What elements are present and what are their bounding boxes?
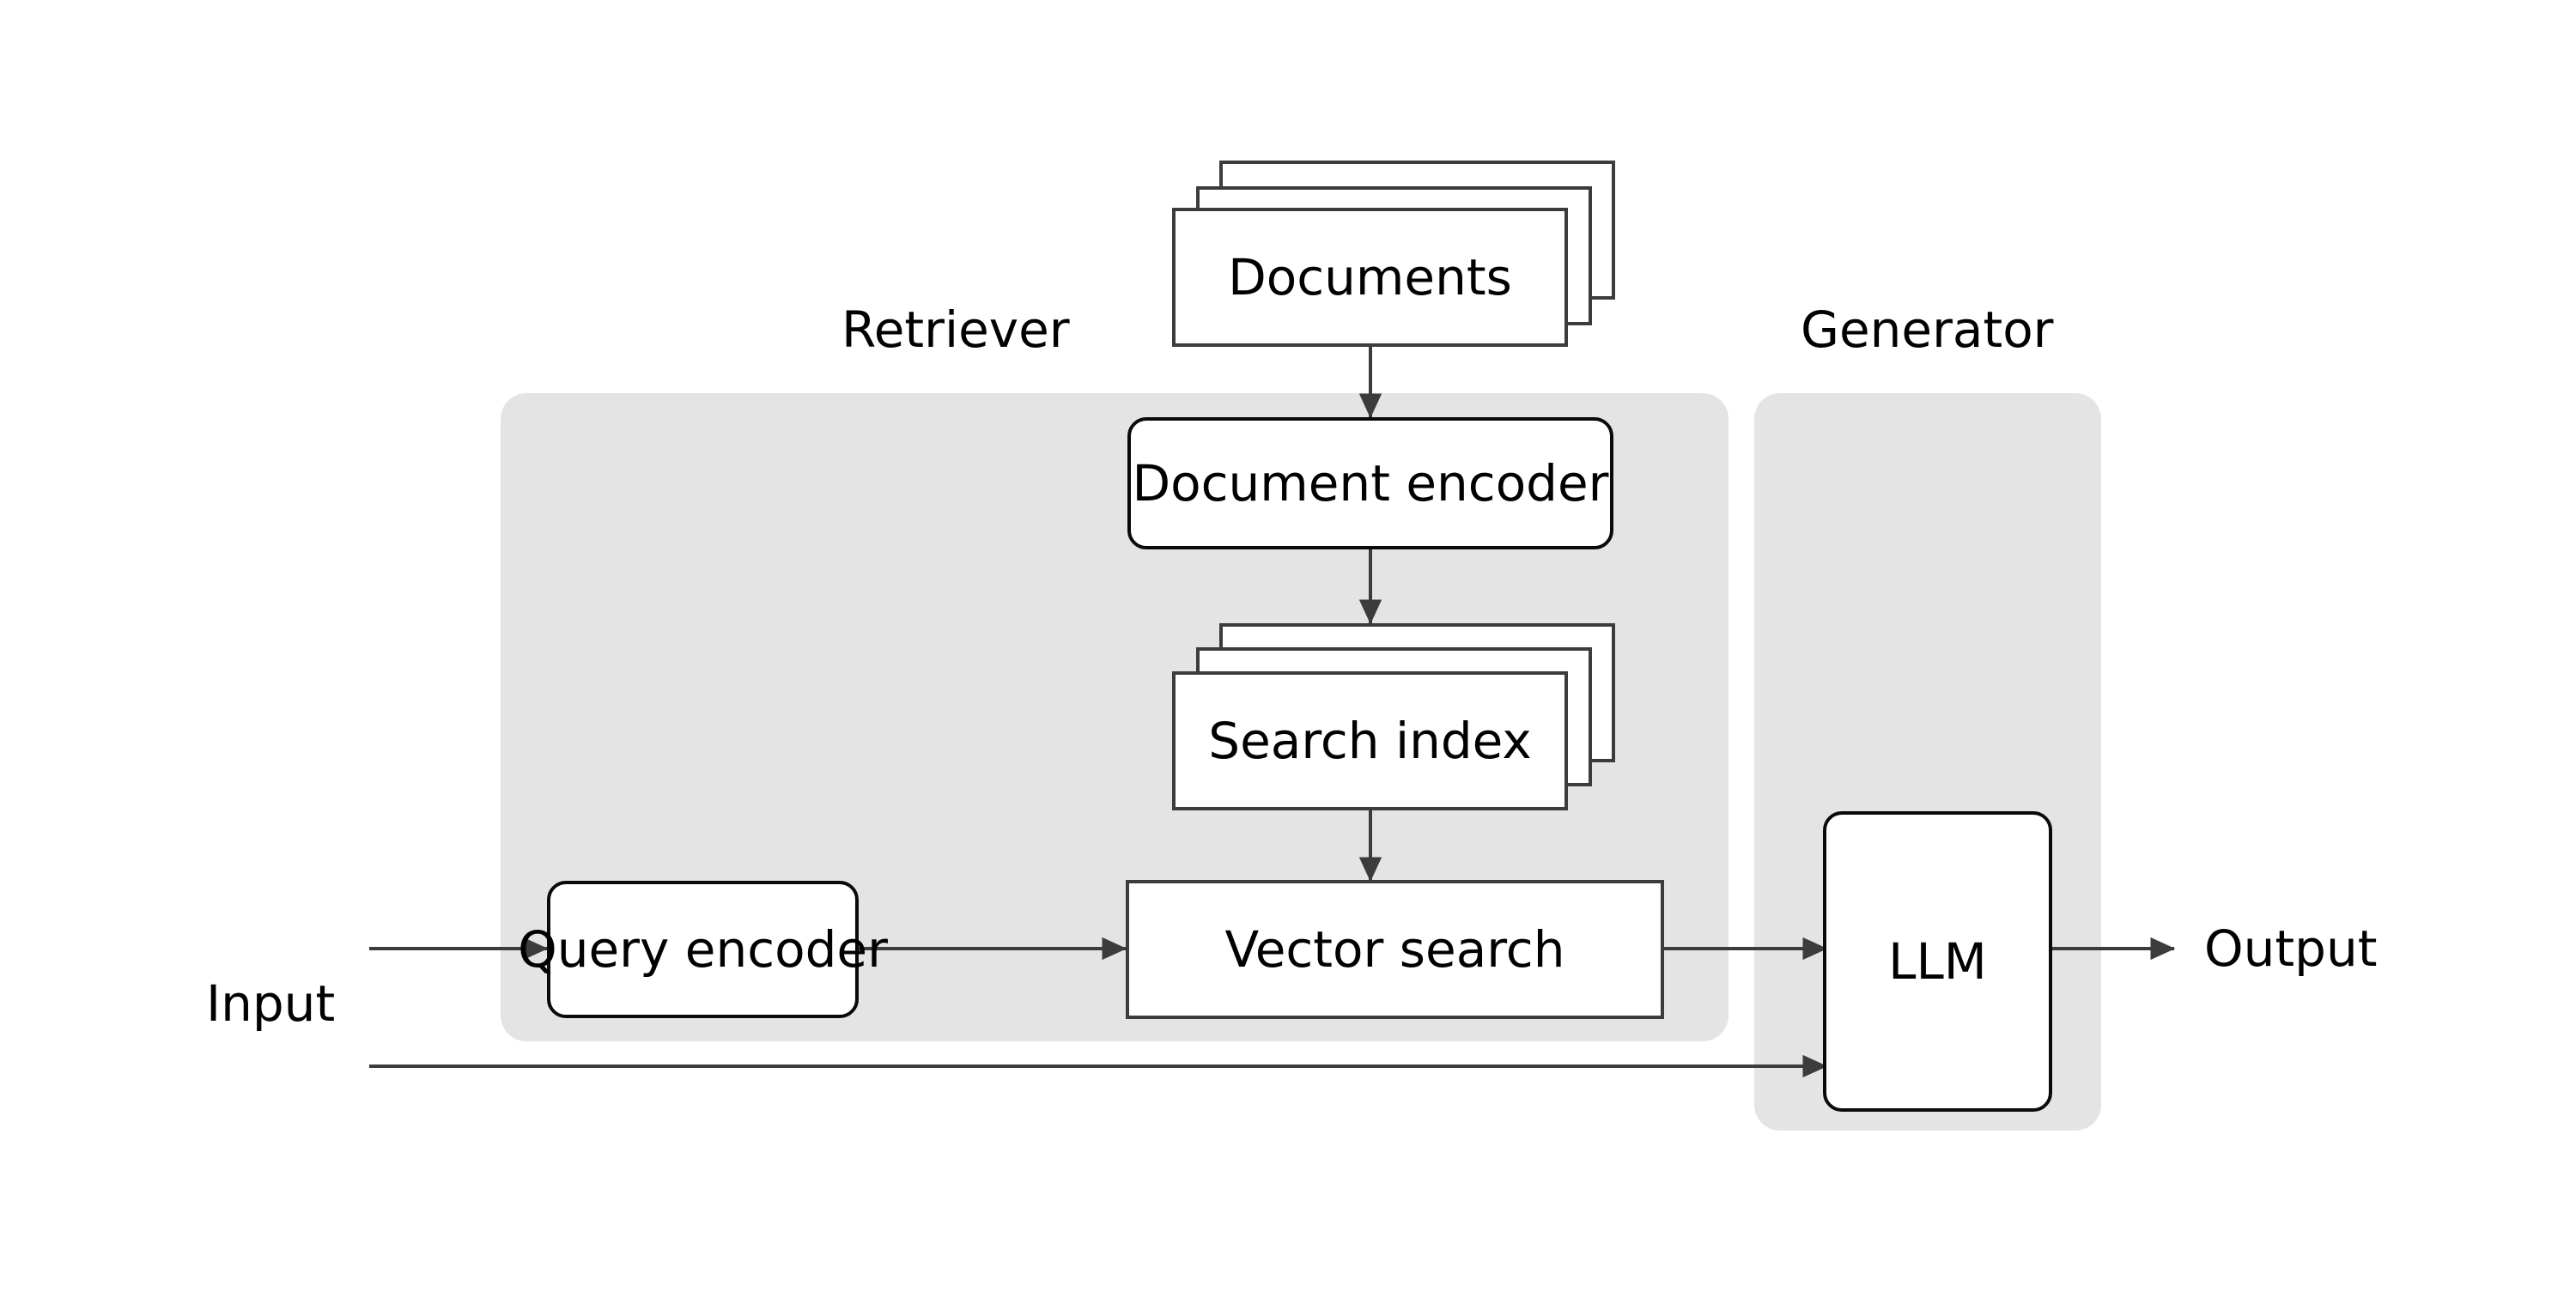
documents-label: Documents — [1228, 248, 1512, 306]
document-encoder-node[interactable]: Document encoder — [1127, 417, 1613, 549]
query-encoder-node[interactable]: Query encoder — [518, 881, 888, 1018]
query-encoder-label: Query encoder — [518, 920, 888, 979]
document-encoder-label: Document encoder — [1132, 454, 1609, 513]
output-label: Output — [2204, 919, 2378, 978]
llm-label: LLM — [1888, 932, 1987, 991]
vector-search-node[interactable]: Vector search — [1126, 880, 1664, 1019]
llm-node[interactable]: LLM — [1823, 811, 2052, 1112]
input-label: Input — [206, 974, 336, 1033]
generator-label: Generator — [1801, 300, 2054, 359]
search-index-card-front[interactable]: Search index — [1172, 671, 1568, 810]
retriever-label: Retriever — [841, 300, 1070, 359]
documents-stack[interactable]: Documents — [1172, 161, 1615, 347]
vector-search-label: Vector search — [1224, 920, 1565, 979]
search-index-label: Search index — [1208, 712, 1532, 770]
documents-card-front[interactable]: Documents — [1172, 208, 1568, 347]
search-index-stack[interactable]: Search index — [1172, 623, 1615, 810]
